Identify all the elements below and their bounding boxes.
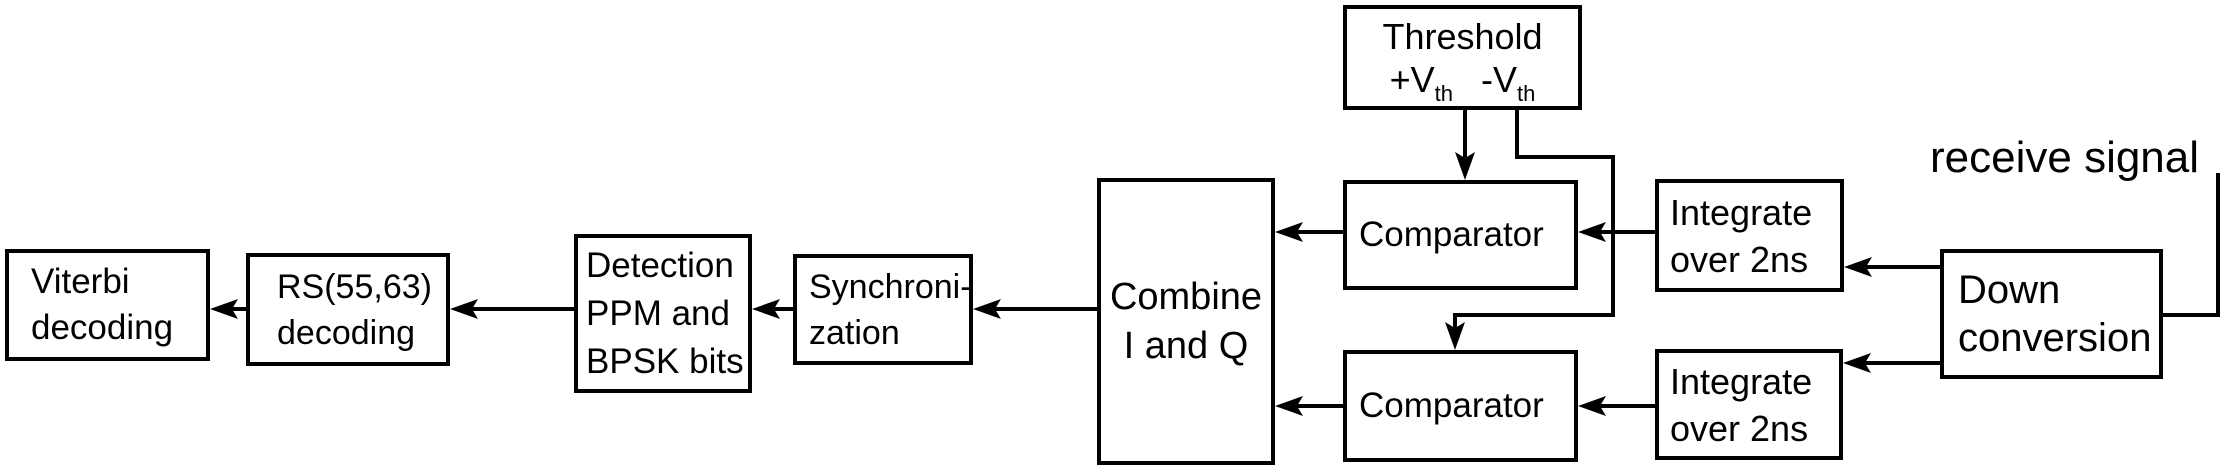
synchronization-block: Synchroni- zation xyxy=(793,254,973,365)
receive-signal-label: receive signal xyxy=(1930,133,2200,182)
integrate-q-line-1: Integrate xyxy=(1670,360,1813,402)
edge-detection-rs xyxy=(450,299,574,319)
viterbi-decoding-block: Viterbi decoding xyxy=(5,249,210,361)
edge-threshold-comparator-i xyxy=(1455,110,1475,180)
comparator-q-label: Comparator xyxy=(1359,386,1544,425)
integrate-i-block: Integrate over 2ns xyxy=(1655,179,1844,292)
detection-line-1: Detection xyxy=(586,245,734,285)
combine-line-1: Combine xyxy=(1109,275,1263,318)
comparator-i-label: Comparator xyxy=(1359,215,1544,254)
combine-line-2: I and Q xyxy=(1123,324,1249,367)
edge-threshold-comparator-q xyxy=(1445,110,1615,350)
edge-receive-downconversion xyxy=(2163,173,2220,317)
comparator-i-block: Comparator xyxy=(1343,180,1578,290)
edge-comparator-i-combine xyxy=(1275,222,1343,242)
sync-line-2: zation xyxy=(809,313,900,352)
rs-line-2: decoding xyxy=(277,313,416,352)
threshold-minus-vth: -Vth xyxy=(1481,58,1536,106)
downconv-line-2: conversion xyxy=(1958,316,2152,360)
integrate-q-line-2: over 2ns xyxy=(1670,407,1809,449)
threshold-title: Threshold xyxy=(1382,15,1543,57)
combine-iq-block: Combine I and Q xyxy=(1097,178,1275,465)
edge-combine-synchronization xyxy=(973,299,1097,319)
integrate-i-line-2: over 2ns xyxy=(1670,238,1809,280)
integrate-q-block: Integrate over 2ns xyxy=(1655,349,1843,460)
integrate-i-line-1: Integrate xyxy=(1670,191,1813,233)
threshold-plus-vth: +Vth xyxy=(1389,58,1454,106)
viterbi-line-2: decoding xyxy=(31,308,174,347)
edge-synchronization-detection xyxy=(752,299,793,319)
detection-line-2: PPM and xyxy=(586,293,730,333)
viterbi-line-1: Viterbi xyxy=(31,262,130,301)
down-conversion-block: Down conversion xyxy=(1940,249,2163,379)
detection-line-3: BPSK bits xyxy=(586,341,744,381)
rs-line-1: RS(55,63) xyxy=(277,267,432,306)
edge-comparator-q-combine xyxy=(1275,396,1343,416)
rs-decoding-block: RS(55,63) decoding xyxy=(246,253,450,366)
edge-rs-viterbi xyxy=(210,299,246,319)
threshold-block: Threshold +Vth -Vth xyxy=(1343,5,1582,110)
edge-integrate-q-comparator-q xyxy=(1578,396,1655,416)
detection-block: Detection PPM and BPSK bits xyxy=(574,234,752,393)
comparator-q-block: Comparator xyxy=(1343,350,1578,462)
edge-downconversion-integrate-i xyxy=(1844,257,1940,277)
edge-integrate-i-comparator-i xyxy=(1578,222,1655,242)
edge-downconversion-integrate-q xyxy=(1843,353,1940,373)
threshold-values: +Vth -Vth xyxy=(1347,58,1578,106)
sync-line-1: Synchroni- xyxy=(809,267,972,306)
downconv-line-1: Down xyxy=(1958,268,2061,312)
